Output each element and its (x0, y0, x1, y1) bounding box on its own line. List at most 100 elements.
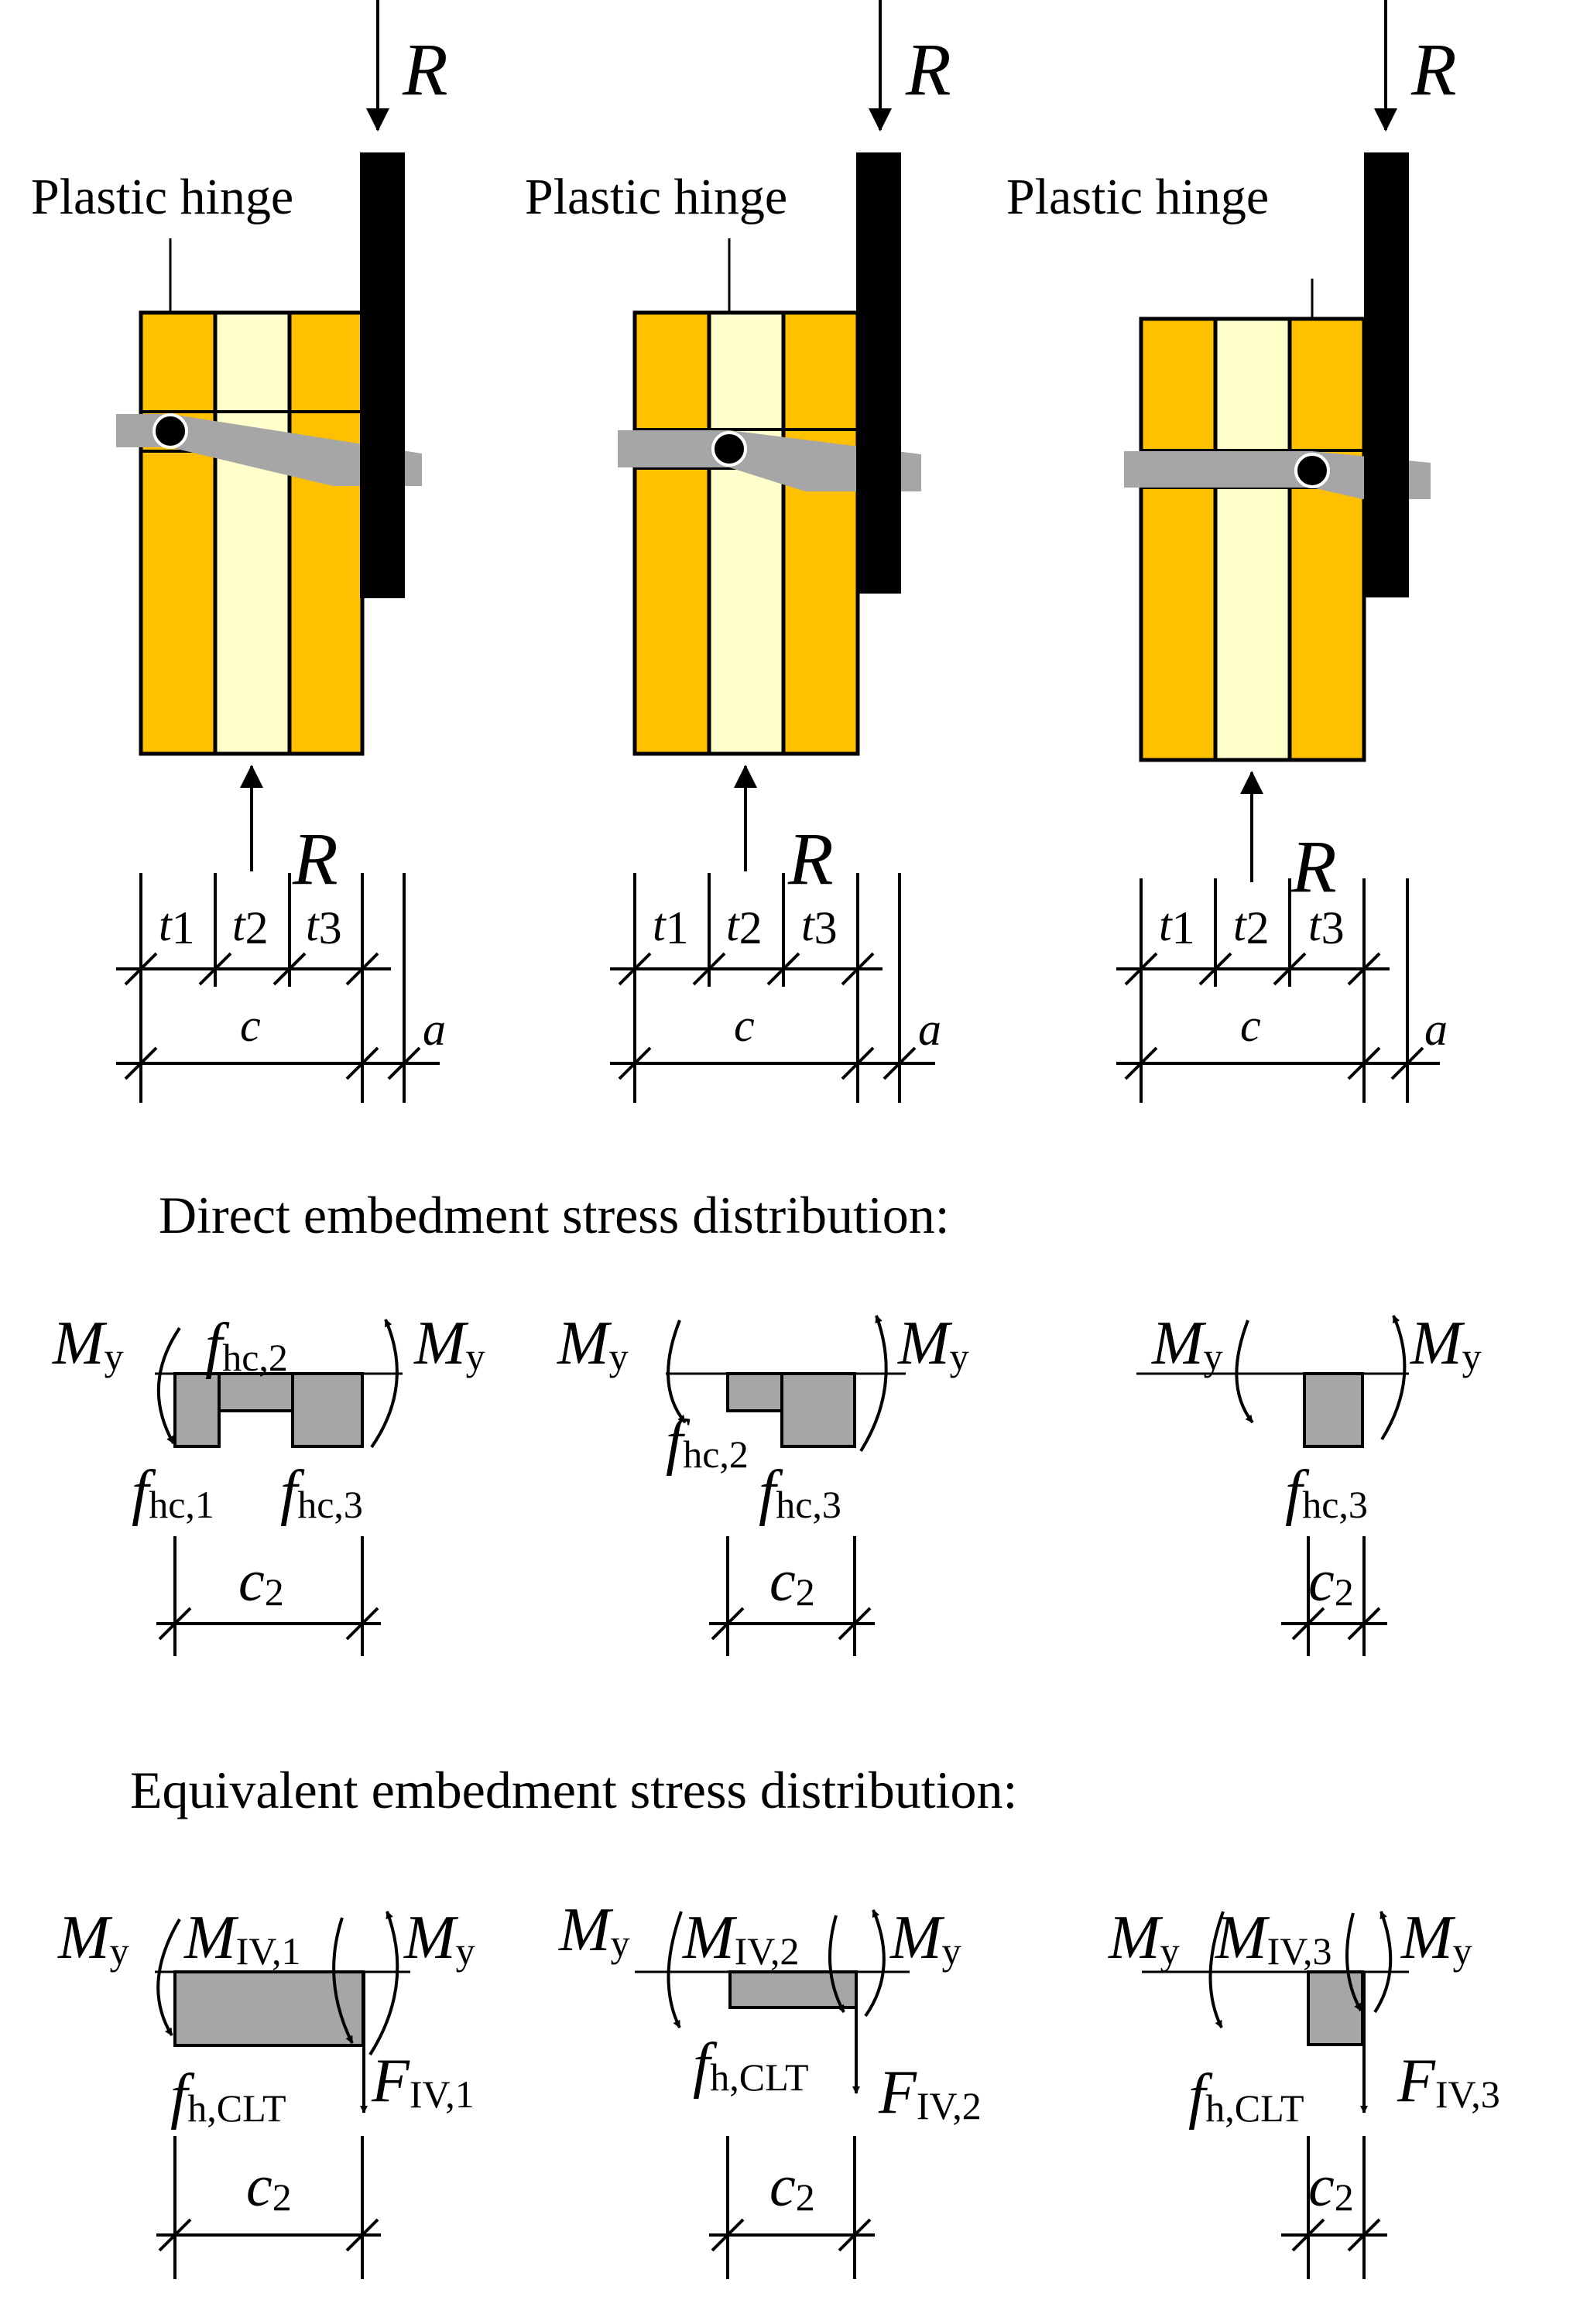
plastic-hinge-icon (711, 431, 747, 467)
dim-label-a: a (423, 1004, 446, 1055)
stress-block (1303, 1372, 1364, 1448)
tick (838, 1607, 872, 1641)
dim-label-c2: c2 (1308, 2154, 1354, 2219)
stress-label-fhc3: fhc,3 (759, 1459, 841, 1527)
stress-block (1307, 1970, 1364, 2046)
moment-label-my-left: My (1108, 1904, 1180, 1973)
dim-label-c: c (240, 1000, 261, 1051)
moment-label-my-left: My (557, 1309, 629, 1378)
moment-arrow-right (864, 1909, 886, 2018)
tick (158, 2218, 192, 2252)
dim-label-t2: t2 (232, 899, 269, 953)
stress-label-fhc1: fhc,1 (132, 1459, 214, 1527)
equivalent-stress-3: My MIV,3 My fh,CLT FIV,3 c2 (1108, 1904, 1500, 2279)
reaction-label-r: R (787, 817, 834, 900)
dim-label-t2: t2 (1233, 899, 1270, 953)
tick (1124, 952, 1158, 986)
tick (618, 1046, 652, 1080)
stress-label-fhclt: fh,CLT (1188, 2062, 1304, 2131)
stress-block (173, 1372, 221, 1448)
stress-block (173, 1970, 365, 2047)
steel-plate (360, 152, 405, 598)
moment-arrow-left (156, 1918, 181, 2037)
middle-layer-2 (1213, 317, 1292, 762)
force-label-fiv: FIV,2 (878, 2059, 982, 2127)
tick (1390, 1046, 1424, 1080)
dim-label-c2: c2 (1308, 1549, 1354, 1614)
moment-arrow-right (1373, 1911, 1393, 2014)
tick (387, 1046, 421, 1080)
c2-dimension (156, 2136, 381, 2279)
c2-dimension (156, 1536, 381, 1656)
tick (766, 952, 800, 986)
c2-dimension (709, 1536, 875, 1656)
tick (345, 1607, 379, 1641)
stress-label-fhc3: fhc,3 (1285, 1459, 1368, 1527)
moment-arrow-iv (1345, 1912, 1362, 2011)
middle-layer-2 (213, 310, 292, 756)
plastic-hinge-label: Plastic hinge (1006, 169, 1269, 225)
direct-section-title: Direct embedment stress distribution: (159, 1186, 950, 1244)
dim-label-t1: t1 (1159, 899, 1195, 953)
c2-dimension (709, 2136, 875, 2279)
tick (1198, 952, 1232, 986)
outer-layer-1 (139, 310, 218, 756)
dim-label-c2: c2 (238, 1549, 284, 1614)
tick (1347, 2218, 1381, 2252)
moment-arrow-right (368, 1911, 399, 2056)
stress-label-fhc2: fhc,2 (666, 1408, 749, 1477)
moment-label-my-right: My (1410, 1309, 1482, 1378)
equivalent-stress-1: My MIV,1 My fh,CLT FIV,1 c2 (57, 1904, 475, 2279)
outer-layer-3 (287, 310, 365, 756)
outer-layer-3 (1287, 317, 1366, 762)
tick (1347, 1046, 1381, 1080)
tick (1347, 1607, 1381, 1641)
direct-stress-3: My My fhc,3 c2 (1136, 1309, 1482, 1656)
tick (1291, 2218, 1325, 2252)
tick (841, 952, 875, 986)
moment-label-my-right: My (413, 1309, 485, 1378)
stress-block (726, 1372, 783, 1412)
direct-stress-2: My My fhc,2 fhc,3 c2 (557, 1309, 969, 1656)
dim-label-c2: c2 (246, 2154, 292, 2219)
tick (158, 1607, 192, 1641)
load-label-r: R (905, 28, 951, 111)
outer-layer-1 (1139, 317, 1218, 762)
tick (838, 2218, 872, 2252)
moment-arrow-iv (332, 1917, 354, 2044)
moment-label-my-right: My (897, 1309, 969, 1378)
dimension-lines (610, 873, 935, 1103)
tick (198, 952, 232, 986)
equivalent-stress-2: My MIV,2 My fh,CLT FIV,2 c2 (558, 1896, 982, 2279)
middle-layer-2 (707, 310, 786, 756)
stress-label-fhclt: fh,CLT (693, 2031, 809, 2100)
direct-stress-1: My My fhc,2 fhc,1 fhc,3 c2 (52, 1309, 485, 1656)
stress-label-fhclt: fh,CLT (170, 2062, 286, 2131)
tick (345, 2218, 379, 2252)
plastic-hinge-icon (1294, 453, 1330, 488)
reaction-label-r: R (292, 817, 338, 900)
stress-block (291, 1372, 364, 1448)
dim-label-t2: t2 (726, 899, 763, 953)
moment-label-miv: MIV,3 (1215, 1904, 1332, 1973)
plastic-hinge-icon (153, 413, 188, 449)
tick (711, 1607, 745, 1641)
moment-arrow-left (1208, 1911, 1225, 2028)
tick (711, 2218, 745, 2252)
stress-label-fhc2: fhc,2 (205, 1312, 288, 1380)
steel-plate (1364, 152, 1409, 597)
tick (1124, 1046, 1158, 1080)
moment-arrow-left (667, 1319, 687, 1424)
dim-label-t3: t3 (801, 899, 838, 953)
stress-label-fhc3: fhc,3 (280, 1459, 363, 1527)
tick (272, 952, 307, 986)
outer-layer-1 (632, 310, 711, 756)
plastic-hinge-label: Plastic hinge (525, 169, 787, 225)
dowel (1124, 451, 1431, 499)
dim-label-c: c (1240, 1000, 1261, 1051)
moment-arrow-right (859, 1315, 888, 1453)
tick (124, 1046, 158, 1080)
plastic-hinge-label: Plastic hinge (31, 169, 293, 225)
dim-label-c2: c2 (769, 1549, 815, 1614)
